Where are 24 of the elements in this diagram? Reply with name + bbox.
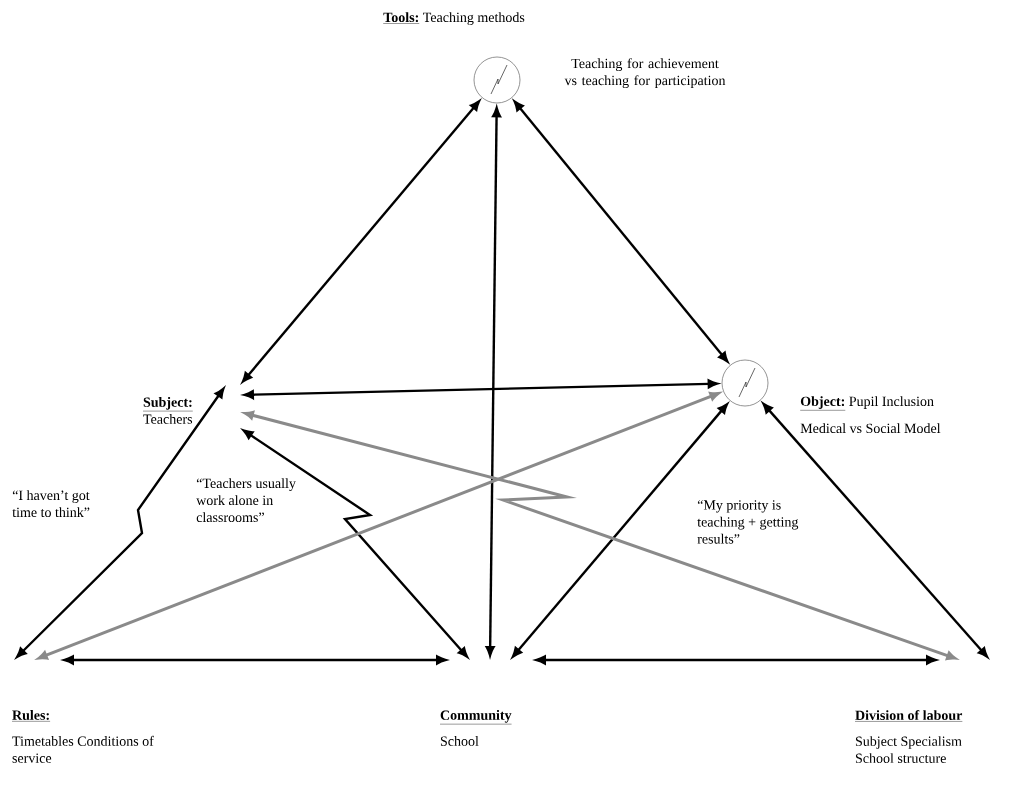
arrow <box>241 100 481 383</box>
arrow <box>762 402 989 658</box>
arrow <box>243 410 957 661</box>
arrow <box>535 655 937 665</box>
conflict-circle <box>721 359 769 407</box>
node-caption: Object: Pupil Inclusion Medical vs Social Model <box>800 396 941 434</box>
vertex-label: Subject: Teachers <box>142 397 193 424</box>
node-caption: Tools: Teaching methods <box>383 12 525 25</box>
arrow <box>243 379 719 400</box>
arrow <box>37 391 720 660</box>
node-caption: Teaching for achievement vs teaching for participation <box>564 58 726 89</box>
arrow <box>511 403 728 658</box>
arrow <box>63 655 447 665</box>
edge-label: “My priority is teaching + getting results” <box>697 500 799 544</box>
conflict-circle <box>473 56 521 104</box>
vertex-label: Division of labour Subject Specialism School structure <box>854 710 963 763</box>
arrow <box>513 100 729 363</box>
vertex-label: Rules: Timetables Conditions of service <box>11 710 154 763</box>
edge-label: “Teachers usually work alone in classrooms” <box>196 478 296 523</box>
vertex-label: Community School <box>439 710 512 746</box>
edge-label: “I haven’t got time to think” <box>12 490 90 518</box>
arrow <box>485 106 502 657</box>
arrow <box>242 429 469 658</box>
arrow <box>16 387 225 658</box>
